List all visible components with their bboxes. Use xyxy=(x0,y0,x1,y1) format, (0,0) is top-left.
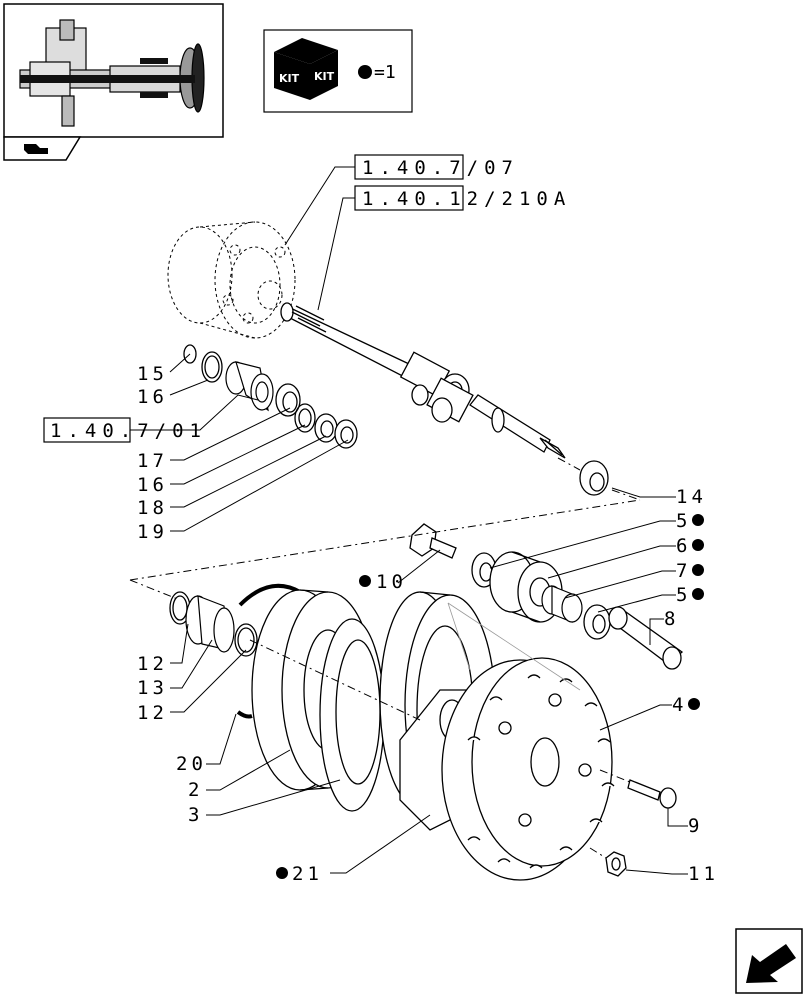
next-page-button[interactable] xyxy=(735,928,803,994)
bolt-9[interactable] xyxy=(627,779,677,809)
kit-bullet-10 xyxy=(359,575,371,587)
needle-bearing-7[interactable] xyxy=(541,585,583,623)
callout-18[interactable]: 18 xyxy=(137,497,168,519)
kit-bullet-icon xyxy=(358,65,372,79)
callout-7[interactable]: 7 xyxy=(676,560,691,582)
sun-gear-13[interactable] xyxy=(185,595,235,653)
callout-5-upper[interactable]: 5 xyxy=(676,510,691,532)
callout-14[interactable]: 14 xyxy=(676,486,707,508)
ref-link-3-text: 1.40.7/01 xyxy=(50,420,207,442)
washer-5-lower[interactable] xyxy=(583,604,611,640)
callout-21[interactable]: 21 xyxy=(292,863,323,885)
bolt-10[interactable] xyxy=(409,523,457,559)
kit-bullet-6 xyxy=(692,539,704,551)
kit-face-label-left: KIT xyxy=(279,72,300,85)
callout-19[interactable]: 19 xyxy=(137,521,168,543)
callout-16-lower[interactable]: 16 xyxy=(137,474,168,496)
callout-3[interactable]: 3 xyxy=(188,804,203,826)
callout-5-lower[interactable]: 5 xyxy=(676,584,691,606)
callout-17[interactable]: 17 xyxy=(137,450,168,472)
callout-4[interactable]: 4 xyxy=(672,694,687,716)
ref-link-2[interactable]: 1.40.12/210A xyxy=(354,185,571,211)
kit-bullet-7 xyxy=(692,564,704,576)
ref-link-1-text: 1.40.7/07 xyxy=(362,157,519,179)
callout-10[interactable]: 10 xyxy=(376,571,407,593)
callout-16-upper[interactable]: 16 xyxy=(137,386,168,408)
arrow-icon xyxy=(746,944,796,983)
kit-face-label-right: KIT xyxy=(314,70,335,83)
callout-6[interactable]: 6 xyxy=(676,535,691,557)
kit-bullet-4 xyxy=(688,698,700,710)
nut-11[interactable] xyxy=(605,851,627,877)
kit-legend-box: KIT KIT =1 xyxy=(263,29,413,113)
bearing-cup-group[interactable] xyxy=(225,361,274,412)
o-ring-20[interactable] xyxy=(236,583,301,719)
kit-bullet-5-lower xyxy=(692,588,704,600)
seal-17[interactable] xyxy=(275,383,301,417)
assembly-guide-lines xyxy=(129,457,641,859)
ring-16-lower[interactable] xyxy=(294,403,316,433)
kit-bullet-21 xyxy=(276,867,288,879)
callout-13[interactable]: 13 xyxy=(137,677,168,699)
callout-15[interactable]: 15 xyxy=(137,363,168,385)
snap-ring-15[interactable] xyxy=(183,344,197,364)
planet-pin-8[interactable] xyxy=(608,606,684,670)
callout-20[interactable]: 20 xyxy=(176,753,207,775)
seal-14[interactable] xyxy=(579,460,609,496)
callout-labels: 15 16 17 16 18 19 14 5 6 7 5 8 10 12 13 … xyxy=(137,363,719,885)
planet-carrier-4[interactable] xyxy=(441,657,615,881)
hand-pointer-icon xyxy=(24,144,48,154)
axle-shaft[interactable] xyxy=(280,302,566,459)
kit-cube-icon: KIT KIT xyxy=(274,38,338,100)
ring-19[interactable] xyxy=(334,419,358,449)
disc-3[interactable] xyxy=(319,618,385,812)
assembly-overview-thumbnail[interactable] xyxy=(3,3,224,138)
callout-9[interactable]: 9 xyxy=(688,815,703,837)
kit-bullet-5-upper xyxy=(692,514,704,526)
callout-2[interactable]: 2 xyxy=(188,779,203,801)
ref-link-3[interactable]: 1.40.7/01 xyxy=(43,417,207,443)
callout-12-lower[interactable]: 12 xyxy=(137,702,168,724)
washer-18[interactable] xyxy=(314,413,338,443)
back-arrow-tab[interactable] xyxy=(3,136,82,161)
kit-legend-text: =1 xyxy=(374,62,396,83)
ring-16-upper[interactable] xyxy=(201,351,223,383)
callout-12-upper[interactable]: 12 xyxy=(137,653,168,675)
callout-8[interactable]: 8 xyxy=(664,608,679,630)
ref-link-1[interactable]: 1.40.7/07 xyxy=(354,154,519,180)
ref-link-2-text: 1.40.12/210A xyxy=(362,188,571,210)
callout-11[interactable]: 11 xyxy=(688,863,719,885)
ring-12-lower[interactable] xyxy=(234,623,258,657)
differential-housing-phantom xyxy=(167,221,296,339)
leader-lines xyxy=(130,166,688,875)
